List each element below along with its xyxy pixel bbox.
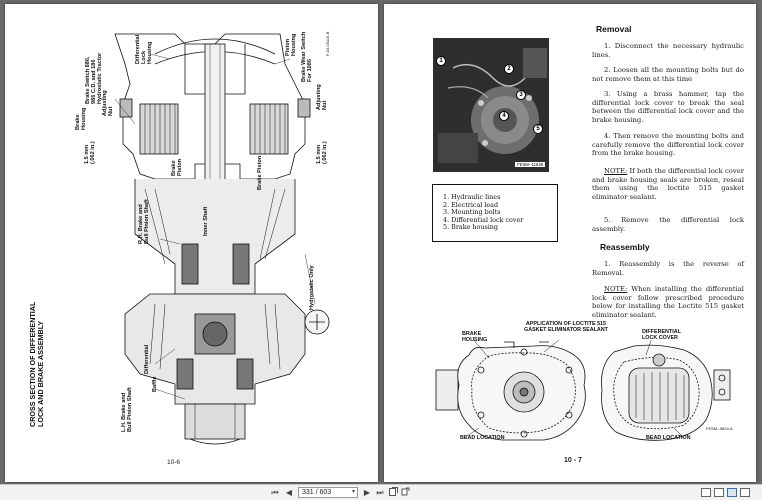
previous-page-button[interactable]: ◀ [285,488,293,497]
fig-code-left: F-03-00115-B [325,31,330,56]
page-number-value: 331 / 603 [302,489,332,496]
note-label: NOTE: [604,167,628,175]
page-number-left: 10-6 [167,459,181,466]
fit-page-icon[interactable] [388,487,398,498]
label-hydrostatic-only: Hydrostatic Only [309,265,315,310]
callout-2: 2 [504,64,514,74]
label-lh-shaft: L.H. Brake and Bull Pinion Shaft [121,387,133,432]
chevron-down-icon[interactable]: ▾ [351,489,355,495]
label-differential: Differential [144,344,150,374]
two-page-continuous-view-icon[interactable] [740,488,750,497]
note-label: NOTE: [604,285,628,293]
rotate-glyph [401,487,409,496]
page-10-6: CROSS SECTION OF DIFFERENTIAL LOCK AND B… [5,4,378,482]
removal-step-2: 2. Loosen all the mounting bolts but do … [592,66,744,83]
fit-page-glyph [388,487,398,496]
page-number-right: 10 - 7 [564,457,582,464]
label-piston-housing: Piston Housing [285,33,297,56]
first-page-button[interactable]: ⏮ [271,488,279,497]
photo-content [433,38,549,172]
callout-3: 3 [516,90,526,100]
sealant-figure [435,340,731,441]
last-page-button[interactable]: ⏭ [376,488,384,497]
label-brake-piston-right: Brake Piston [257,155,263,190]
label-brake-piston-left: Brake Piston [171,158,183,176]
figure-bead-location-left: BEAD LOCATION [460,435,505,441]
callout-5: 5 [533,124,543,134]
document-viewer[interactable]: CROSS SECTION OF DIFFERENTIAL LOCK AND B… [0,0,762,484]
figure-bead-location-right: BEAD LOCATION [646,435,691,441]
photo-code: FESM--11649 [515,162,545,167]
callout-1: 1 [436,56,446,66]
removal-step-1: 1. Disconnect the necessary hydraulic li… [592,42,744,59]
label-diff-lock-housing: Differential Lock Housing [135,34,153,64]
note-loctite: NOTE: When installing the differential l… [592,285,744,319]
viewer-toolbar: ⏮ ◀ 331 / 603 ▾ ▶ ⏭ [0,484,762,500]
two-page-view-icon[interactable] [727,488,737,497]
cross-section-drawing [114,33,330,445]
single-page-view-icon[interactable] [701,488,711,497]
figure-diff-lock-cover-label: DIFFERENTIAL LOCK COVER [642,329,681,341]
removal-step-3: 3. Using a brass hammer, tap the differe… [592,90,744,124]
label-dimension-left: 1.5 mm (.062 in.) [84,141,96,164]
figure-application-label: APPLICATION OF LOCTITE 515 GASKET ELIMIN… [524,321,608,333]
continuous-view-icon[interactable] [714,488,724,497]
next-page-button[interactable]: ▶ [363,488,371,497]
rotate-page-icon[interactable] [400,487,410,498]
reassembly-step-1: 1. Reassembly is the reverse of Removal. [592,260,744,277]
label-brake-housing: Brake Housing [75,107,87,130]
figure-code: FESM--9824-A [706,426,733,431]
page-10-7: 1 2 3 4 5 FESM--11649 1. Hydraulic lines… [384,4,756,482]
label-baffle: Baffle [152,376,158,392]
callout-4: 4 [499,111,509,121]
figure-brake-housing-label: BRAKE HOUSING [462,331,488,343]
label-brake-switch: Brake Switch 886, 986 C.D. and 186 Hydro… [85,52,103,104]
brake-housing-photo: 1 2 3 4 5 FESM--11649 [433,38,549,172]
note-seal: NOTE: If both the differential lock cove… [592,167,744,201]
note-text: If both the differential lock cover and … [592,167,744,201]
reassembly-heading: Reassembly [600,242,650,252]
page-number-input[interactable]: 331 / 603 ▾ [298,487,358,498]
legend-item: 3. Mounting bolts [443,208,501,217]
label-adjusting-nut-left: Adjusting Nut [102,90,114,116]
legend-item: 4. Differential lock cover [443,215,524,224]
label-rh-shaft: R.H. Brake and Bull Pinion Shaft [138,199,150,244]
legend-item: 5. Brake housing [443,223,498,232]
legend-item: 1. Hydraulic lines [443,193,501,201]
label-adjusting-nut-right: Adjusting Nut [316,84,328,110]
removal-heading: Removal [596,24,632,34]
note-text: When installing the differential lock co… [592,285,744,319]
photo-legend: 1. Hydraulic lines 2. Electrical lead 3.… [432,184,558,242]
left-page-title: CROSS SECTION OF DIFFERENTIAL LOCK AND B… [28,301,45,427]
removal-step-4: 4. Then remove the mounting bolts and ca… [592,132,744,158]
label-brake-wear-switch: Brake Wear Switch For 1086 [301,31,313,82]
label-dimension-right: 1.5 mm (.062 in.) [316,141,328,164]
label-inner-shaft: Inner Shaft [203,206,209,236]
removal-step-5: 5. Remove the differential lock assembly… [592,216,744,233]
legend-item: 2. Electrical lead [443,200,499,209]
